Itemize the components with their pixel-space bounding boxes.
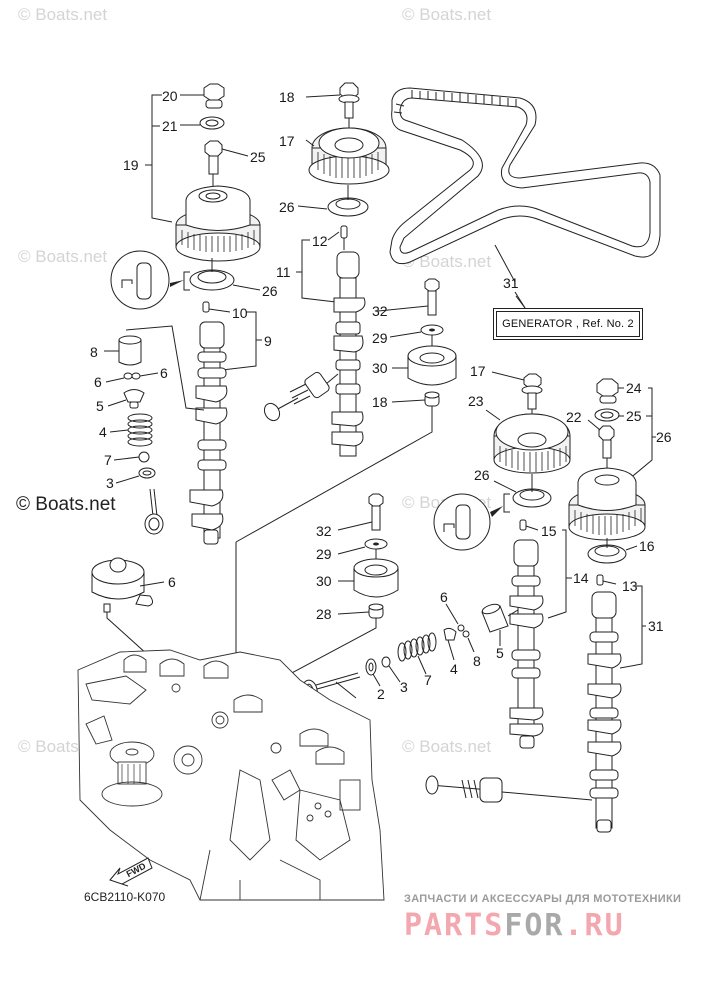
camshaft-11[interactable] <box>261 225 366 457</box>
logo-part-ru: .RU <box>564 908 625 943</box>
callout-11[interactable]: 11 <box>276 264 291 280</box>
callout-6[interactable]: 8 <box>473 653 481 669</box>
watermark-dark: © Boats.net <box>16 494 116 515</box>
camshaft-9[interactable] <box>189 301 262 545</box>
callout-8[interactable]: 5 <box>496 645 504 661</box>
idler-pulley-lower[interactable] <box>285 493 399 746</box>
callout-14[interactable]: 13 <box>622 578 638 594</box>
timing-belt[interactable] <box>389 87 661 265</box>
callout-12[interactable]: 12 <box>312 233 328 249</box>
callout-25[interactable]: 25 <box>250 149 266 165</box>
callout-17[interactable]: 17 <box>279 133 295 149</box>
logo-part-for: FOR <box>504 908 565 943</box>
watermark: © Boats.net <box>402 5 491 24</box>
callout-30[interactable]: 18 <box>372 394 388 410</box>
callout-10[interactable]: 10 <box>232 305 248 321</box>
camshaft-13[interactable] <box>425 574 646 833</box>
callout-24[interactable]: 25 <box>626 408 642 424</box>
callout-18[interactable]: 18 <box>279 89 295 105</box>
valve-train-left[interactable] <box>104 325 205 535</box>
detail-circle-right <box>433 493 503 551</box>
vct-sprocket-assembly-22[interactable] <box>568 378 656 564</box>
callout-26[interactable]: 26 <box>262 283 278 299</box>
callout-3[interactable]: 2 <box>377 686 385 702</box>
reference-box-generator[interactable]: GENERATOR , Ref. No. 2 <box>493 308 643 340</box>
fwd-arrow: FWD <box>109 857 153 887</box>
callout-26[interactable]: 26 <box>279 199 295 215</box>
callout-20[interactable]: 20 <box>162 88 178 104</box>
callout-4[interactable]: 7 <box>424 672 432 688</box>
callout-17[interactable]: 23 <box>468 393 484 409</box>
reference-box-text: GENERATOR , Ref. No. 2 <box>496 311 640 337</box>
callout-32[interactable]: 29 <box>316 546 332 562</box>
watermark: © Boats.net <box>402 737 491 756</box>
oil-seal-26-left[interactable] <box>183 258 261 291</box>
callout-26[interactable]: 26 <box>474 467 490 483</box>
cam-sprocket-17-top[interactable] <box>297 82 390 217</box>
watermark: © Boats.net <box>402 252 491 271</box>
logo-part-parts: PARTS <box>404 908 505 943</box>
cam-sprocket-17-right[interactable] <box>485 371 571 513</box>
callout-18[interactable]: 17 <box>470 363 486 379</box>
callout-6[interactable]: 6 <box>94 374 102 390</box>
watermark: © Boats.net <box>18 5 107 24</box>
callout-15[interactable]: 14 <box>573 570 589 586</box>
callout-19[interactable]: 19 <box>123 157 139 173</box>
callout-9[interactable]: 9 <box>264 333 272 349</box>
callout-5[interactable]: 4 <box>450 661 458 677</box>
callout-28[interactable]: 6 <box>168 574 176 590</box>
callout-8[interactable]: 8 <box>90 344 98 360</box>
callout-31[interactable]: 32 <box>316 523 332 539</box>
callout-21[interactable]: 21 <box>162 118 178 134</box>
callout-22[interactable]: 26 <box>656 429 672 445</box>
callout-6[interactable]: 6 <box>440 589 448 605</box>
watermark: © Boats.net <box>18 247 107 266</box>
callout-32[interactable]: 29 <box>372 330 388 346</box>
idler-pulley-top[interactable] <box>235 278 457 543</box>
footer-tagline: ЗАПЧАСТИ И АКСЕССУАРЫ ДЛЯ МОТОТЕХНИКИ <box>404 893 682 905</box>
detail-circle-left <box>110 250 184 310</box>
callout-29[interactable]: 30 <box>316 573 332 589</box>
callout-6[interactable]: 6 <box>160 365 168 381</box>
vct-sprocket-assembly-19[interactable] <box>145 83 261 262</box>
callout-5[interactable]: 5 <box>96 398 104 414</box>
callout-25[interactable]: 22 <box>566 409 582 425</box>
callout-31[interactable]: 32 <box>372 303 388 319</box>
callout-27[interactable]: 31 <box>503 275 519 291</box>
diagram-code: 6CB2110-K070 <box>84 890 166 904</box>
footer-logo[interactable]: PARTSFOR.RU <box>404 908 625 943</box>
camshaft-15[interactable] <box>509 519 572 749</box>
callout-3[interactable]: 3 <box>106 475 114 491</box>
valve-train-lower[interactable] <box>301 602 519 701</box>
callout-7[interactable]: 3 <box>400 679 408 695</box>
callout-30[interactable]: 28 <box>316 606 332 622</box>
cylinder-head <box>77 649 385 901</box>
callout-7[interactable]: 7 <box>104 452 112 468</box>
callout-13[interactable]: 31 <box>648 618 664 634</box>
callout-4[interactable]: 4 <box>99 424 107 440</box>
callout-26[interactable]: 16 <box>639 538 655 554</box>
callout-16[interactable]: 15 <box>541 523 557 539</box>
callout-23[interactable]: 24 <box>626 380 642 396</box>
callout-29[interactable]: 30 <box>372 360 388 376</box>
